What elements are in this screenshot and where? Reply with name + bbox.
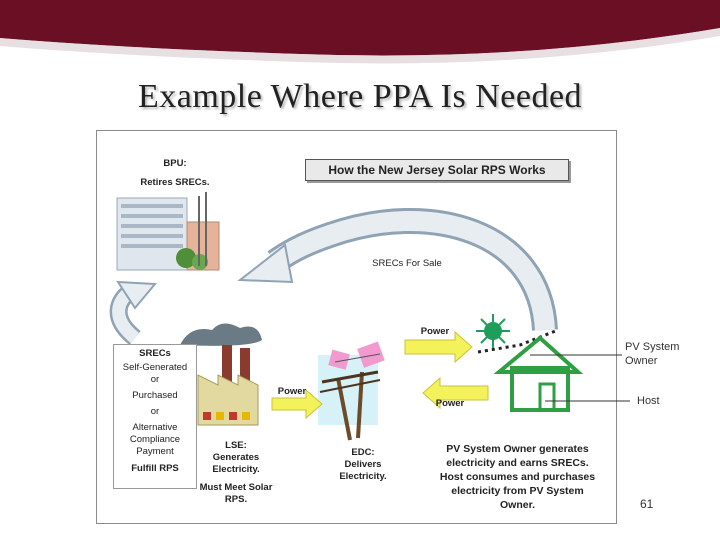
caption-line: Host consumes and purchases: [439, 471, 596, 483]
caption-line: electricity from PV System: [451, 485, 584, 497]
srecs-box-line: Compliance: [129, 434, 181, 445]
pv-owner-line: PV System: [625, 341, 680, 353]
caption-line: electricity and earns SRECs.: [446, 457, 589, 469]
edc-power-poles-icon: [318, 341, 385, 441]
edc-line: EDC:: [351, 447, 375, 458]
srecs-box-line: Payment: [136, 446, 174, 457]
srecs-box-line: Purchased: [132, 390, 178, 401]
srecs-box-line: or: [150, 374, 160, 385]
power-label-lse: Power: [277, 386, 307, 397]
slide-title: Example Where PPA Is Needed: [137, 78, 583, 115]
page-number: 61: [640, 497, 654, 511]
bpu-building-icon: [116, 192, 220, 271]
diagram-heading: How the New Jersey Solar RPS Works: [305, 159, 569, 181]
power-arrow-lse: [271, 388, 323, 420]
diagram-heading-box: How the New Jersey Solar RPS Works: [303, 157, 571, 183]
lse-line: Electricity.: [212, 464, 260, 475]
srecs-box-line: or: [150, 406, 160, 417]
lse-line: RPS.: [224, 494, 248, 505]
host-house-icon: [477, 328, 584, 412]
host-callout: Host: [637, 395, 660, 407]
caption-line: Owner.: [499, 499, 535, 511]
srecs-box-line: SRECs: [139, 348, 171, 359]
edc-line: Electricity.: [339, 471, 387, 482]
srecs-for-sale-arrow: [237, 207, 558, 332]
pv-owner-callout: PV System Owner: [625, 340, 715, 368]
sun-icon: [476, 314, 510, 348]
bpu-text: Retires SRECs.: [140, 177, 210, 188]
lse-label: LSE: Generates Electricity. Must Meet So…: [194, 440, 278, 506]
pv-owner-line: Owner: [625, 355, 658, 367]
bpu-title: BPU:: [163, 158, 187, 169]
power-label-middle: Power: [435, 398, 465, 409]
srecs-box-line: Alternative: [132, 422, 178, 433]
srecs-box-line: Self-Generated: [122, 362, 188, 373]
srecs-for-sale-label: SRECs For Sale: [372, 258, 442, 269]
diagram-caption: PV System Owner generates electricity an…: [420, 442, 615, 512]
edc-label: EDC: Delivers Electricity.: [328, 447, 398, 483]
power-label-top: Power: [420, 326, 450, 337]
lse-line: Must Meet Solar: [199, 482, 273, 493]
power-arrow-top: [404, 330, 473, 364]
lse-power-plant-icon: [180, 323, 262, 426]
power-arrow-left-lower: [422, 376, 489, 410]
srecs-box-line: Fulfill RPS: [131, 463, 179, 474]
lse-line: LSE:: [225, 440, 247, 451]
header-banner: [0, 0, 720, 64]
caption-line: PV System Owner generates: [446, 443, 589, 455]
lse-line: Generates: [212, 452, 260, 463]
srecs-box: SRECs Self-Generated or Purchased or Alt…: [113, 344, 197, 489]
edc-line: Delivers: [344, 459, 382, 470]
retire-arrow: [109, 280, 158, 346]
